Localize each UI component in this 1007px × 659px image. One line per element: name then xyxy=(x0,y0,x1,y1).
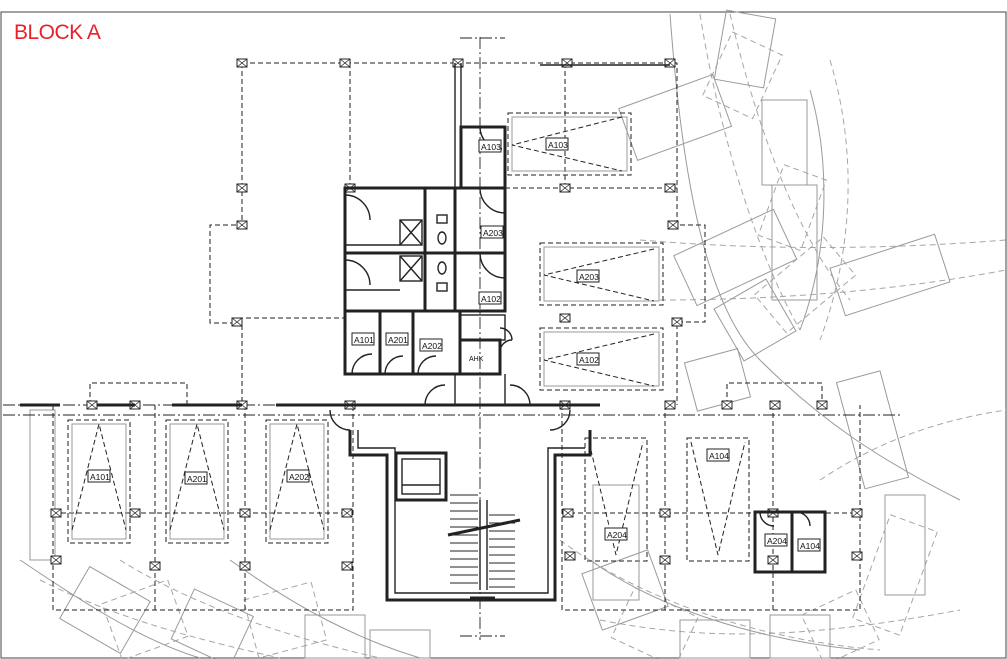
column-cross xyxy=(50,555,62,565)
upper-parking xyxy=(507,112,664,391)
lower-right-parking xyxy=(584,437,827,601)
column-cross xyxy=(86,400,98,410)
storage-label-a104: A104 xyxy=(800,541,820,551)
column-cross xyxy=(667,220,679,230)
column-cross xyxy=(236,220,248,230)
room-label-a102: A102 xyxy=(481,294,501,304)
column-cross xyxy=(341,561,353,571)
landscape-car-outlines xyxy=(29,9,951,659)
column-cross xyxy=(239,561,251,571)
parking-label-a201: A201 xyxy=(187,474,207,484)
room-label-a202: A202 xyxy=(422,341,442,351)
column-cross xyxy=(50,508,62,518)
parking-label-a101: A101 xyxy=(90,472,110,482)
column-cross xyxy=(851,508,863,518)
parking-label-a204: A204 xyxy=(607,530,627,540)
column-cross xyxy=(664,400,676,410)
column-cross xyxy=(236,58,248,68)
column-cross xyxy=(339,58,351,68)
column-cross xyxy=(659,508,671,518)
core-walls xyxy=(20,63,670,431)
column-cross xyxy=(149,561,161,571)
column-cross xyxy=(562,508,574,518)
dashed-outlines xyxy=(52,62,861,611)
room-label-a103: A103 xyxy=(481,142,501,152)
parking-label-a103: A103 xyxy=(548,140,568,150)
room-label-ahk: AHK xyxy=(469,356,484,363)
column-cross xyxy=(341,508,353,518)
column-cross xyxy=(851,551,863,561)
column-cross xyxy=(559,313,571,323)
parking-label-a102: A102 xyxy=(579,355,599,365)
storage-label-a204: A204 xyxy=(767,536,787,546)
parking-label-a202: A202 xyxy=(289,472,309,482)
drawing-frame xyxy=(0,11,1007,659)
parking-label-a203: A203 xyxy=(579,272,599,282)
column-cross xyxy=(236,183,248,193)
lower-left-parking xyxy=(67,419,329,544)
column-cross xyxy=(129,508,141,518)
parking-label-a104: A104 xyxy=(709,451,729,461)
column-cross xyxy=(769,400,781,410)
room-label-a201: A201 xyxy=(388,335,408,345)
stair-core xyxy=(348,430,592,602)
labels: A101 A201 A202 A103 A203 A102 AHK A103 A… xyxy=(87,137,821,552)
room-label-a203: A203 xyxy=(483,228,503,238)
column-cross xyxy=(664,183,676,193)
column-cross xyxy=(231,317,243,327)
column-cross xyxy=(659,555,671,565)
column-cross xyxy=(239,508,251,518)
columns xyxy=(50,58,863,571)
column-cross xyxy=(767,555,779,565)
column-cross xyxy=(671,317,683,327)
column-cross xyxy=(721,400,733,410)
road-curves xyxy=(19,13,1007,659)
column-cross xyxy=(816,400,828,410)
block-title: BLOCK A xyxy=(14,21,101,44)
grid-axes xyxy=(3,37,900,640)
column-cross xyxy=(559,183,571,193)
room-label-a101: A101 xyxy=(354,335,374,345)
column-cross xyxy=(564,551,576,561)
